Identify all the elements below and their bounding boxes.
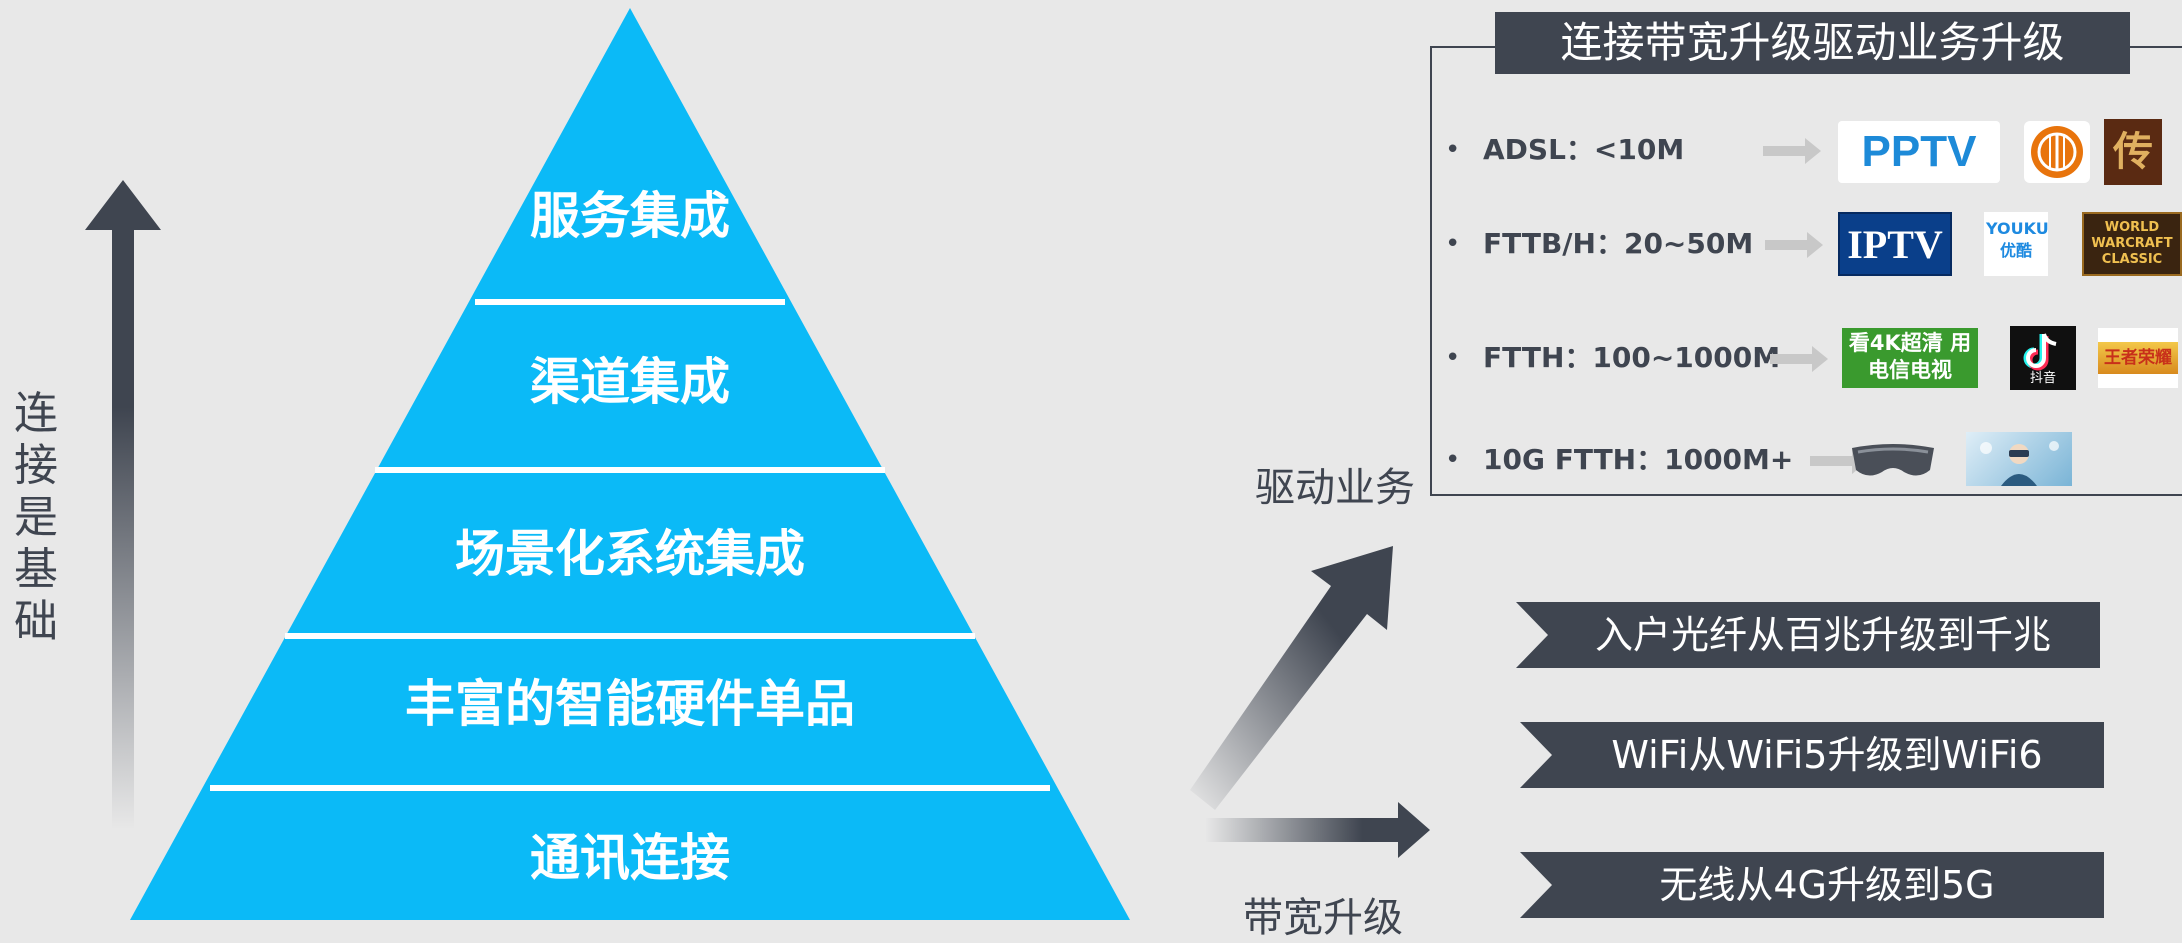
- left-vertical-label: 连接是基础: [14, 388, 58, 647]
- business-box: [1430, 46, 2182, 496]
- douyin-note-icon: [2023, 333, 2057, 371]
- douyin-logo: 抖音: [2010, 326, 2076, 390]
- business-row: • FTTH：100~1000M: [1445, 338, 2182, 378]
- pyramid-layer-hardware: 丰富的智能硬件单品: [405, 675, 855, 733]
- warcraft-logo: WORLD WARCRAFT CLASSIC: [2082, 212, 2182, 276]
- iptv-logo-text: IPTV: [1847, 222, 1943, 267]
- bullet-icon: •: [1445, 135, 1461, 165]
- banner-background: [1520, 852, 2104, 918]
- pyramid-layer-channel: 渠道集成: [530, 353, 730, 411]
- bullet-icon: •: [1445, 229, 1461, 259]
- pptv-logo-text: PPTV: [1861, 127, 1977, 176]
- bandwidth-banner-text: WiFi从WiFi5升级到WiFi6: [1611, 733, 2043, 777]
- telecom-tv-logo: 看4K超清 用电信电视: [1842, 328, 1978, 388]
- bandwidth-banner-wifi: WiFi从WiFi5升级到WiFi6: [1520, 722, 2104, 788]
- bandwidth-banner-text: 入户光纤从百兆升级到千兆: [1594, 613, 2051, 657]
- bandwidth-upgrade-label: 带宽升级: [1243, 895, 1403, 941]
- pyramid-diagram: [130, 8, 1130, 920]
- pptv-logo: PPTV: [1838, 121, 2000, 183]
- drive-business-label: 驱动业务: [1255, 465, 1415, 511]
- bandwidth-banner-fiber: 入户光纤从百兆升级到千兆: [1516, 602, 2100, 668]
- bandwidth-banner-text: 无线从4G升级到5G: [1659, 863, 1995, 907]
- legend-game-logo: 传: [2104, 119, 2162, 185]
- pyramid-shape: [130, 8, 1130, 920]
- business-box-title: 连接带宽升级驱动业务升级: [1495, 12, 2130, 74]
- honor-of-kings-logo-text: 王者荣耀: [2098, 342, 2178, 374]
- vr-glasses-image: [1848, 434, 1938, 486]
- middle-arrows: [1190, 546, 1430, 858]
- business-row-label: FTTB/H：20~50M: [1483, 227, 1754, 260]
- bullet-icon: •: [1445, 445, 1461, 475]
- business-row: • 10G FTTH：1000M+: [1445, 440, 2182, 480]
- youku-logo-text: YOUKU 优酷: [1986, 219, 2048, 260]
- business-row-label: FTTH：100~1000M: [1483, 341, 1781, 374]
- iptv-logo: IPTV: [1838, 212, 1952, 276]
- vr-user-icon: [1980, 441, 2059, 486]
- upward-gradient-arrow: [85, 180, 161, 830]
- bandwidth-banner-wireless: 无线从4G升级到5G: [1520, 852, 2104, 918]
- business-row-label: 10G FTTH：1000M+: [1483, 443, 1794, 476]
- honor-of-kings-logo: 王者荣耀: [2098, 328, 2178, 388]
- bullet-icon: •: [1445, 343, 1461, 373]
- diagonal-arrow: [1190, 546, 1393, 810]
- banner-background: [1516, 602, 2100, 668]
- orange-circle-icon: [2031, 126, 2083, 178]
- telecom-tv-logo-text: 看4K超清 用电信电视: [1848, 331, 1972, 382]
- vr-user-image: [1966, 432, 2072, 486]
- vr-glasses-icon: [1852, 444, 1934, 476]
- pyramid-layer-scenario: 场景化系统集成: [455, 525, 805, 583]
- orange-app-logo: [2024, 121, 2090, 183]
- pyramid-layer-connection: 通讯连接: [530, 829, 730, 887]
- business-row: • ADSL：<10M: [1445, 130, 2182, 170]
- arrow-right-icon: [1765, 232, 1823, 258]
- legend-game-logo-text: 传: [2113, 129, 2153, 175]
- pyramid-layer-service: 服务集成: [530, 187, 730, 245]
- warcraft-logo-text: WORLD WARCRAFT CLASSIC: [2091, 220, 2173, 267]
- arrow-right-icon: [1763, 138, 1821, 164]
- arrow-right-icon: [1770, 346, 1828, 372]
- douyin-logo-text: 抖音: [2029, 371, 2056, 386]
- business-row: • FTTB/H：20~50M: [1445, 224, 2182, 264]
- business-row-label: ADSL：<10M: [1483, 133, 1685, 166]
- banner-background: [1520, 722, 2104, 788]
- horizontal-arrow: [1205, 802, 1430, 858]
- youku-logo: YOUKU 优酷: [1984, 212, 2048, 276]
